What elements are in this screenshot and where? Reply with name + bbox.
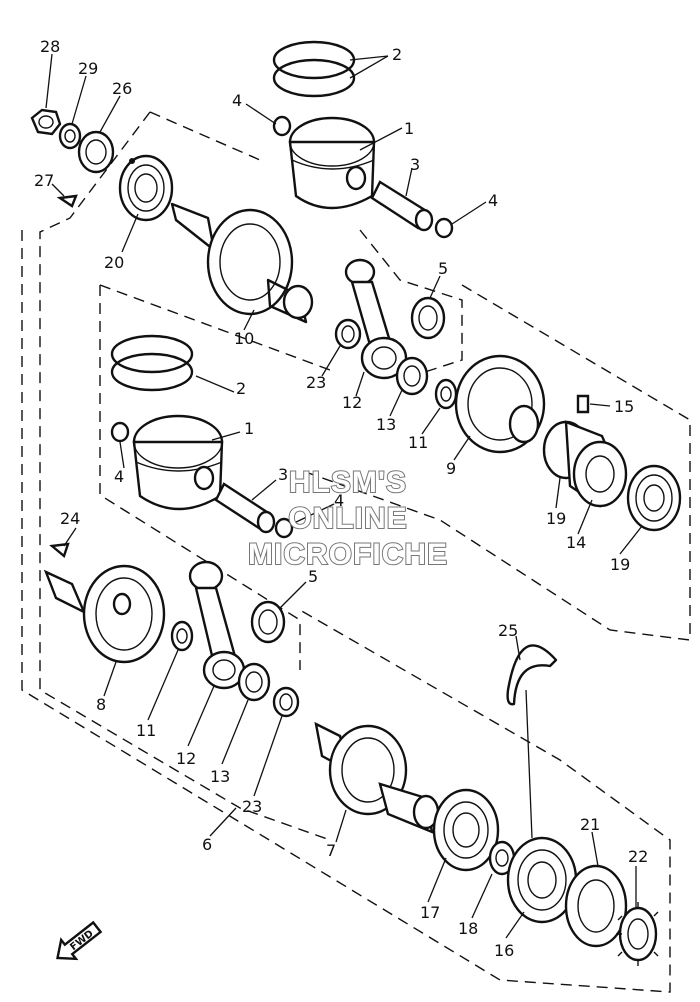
part-label-2-lower: 2: [236, 379, 246, 398]
part-label-25: 25: [498, 621, 518, 640]
circlip-part-4-upper-right: [434, 217, 454, 239]
lower-assembly-boundary: [21, 230, 671, 993]
part-label-3-lower: 3: [278, 465, 288, 484]
oil-seal-part-26: [77, 130, 115, 174]
part-label-1-upper: 1: [404, 119, 414, 138]
part-label-4-upper-right: 4: [488, 191, 498, 210]
crank-half-part-8: [43, 564, 166, 664]
part-label-24: 24: [60, 509, 80, 528]
center-seal-disc-part-14: [542, 420, 628, 508]
part-label-13-lower: 13: [210, 767, 230, 786]
crank-half-part-10: [170, 202, 314, 324]
part-label-11-lower: 11: [136, 721, 156, 740]
part-label-12-lower: 12: [176, 749, 196, 768]
watermark: HLSM'S ONLINE MICROFICHE: [247, 465, 448, 572]
part-label-11-upper: 11: [408, 433, 428, 452]
part-label-1-lower: 1: [244, 419, 254, 438]
part-label-18: 18: [458, 919, 478, 938]
bearing-part-17: [432, 788, 500, 872]
thrust-washer-part-23-lower: [272, 686, 300, 718]
needle-bearing-part-13-upper: [395, 356, 429, 396]
part-label-7: 7: [326, 841, 336, 860]
watermark-line-3: MICROFICHE: [248, 538, 448, 571]
circlip-part-4-lower-right: [274, 517, 294, 539]
needle-bearing-part-13-lower: [237, 662, 271, 702]
part-label-5-upper: 5: [438, 259, 448, 278]
part-label-16: 16: [494, 941, 514, 960]
part-label-3-upper: 3: [410, 155, 420, 174]
part-label-2-upper: 2: [392, 45, 402, 64]
piston-pin-part-3-lower: [214, 482, 276, 534]
piston-part-1-lower: [132, 414, 224, 511]
part-label-6: 6: [202, 835, 212, 854]
thrust-washer-part-11-upper: [434, 378, 458, 410]
gear-part-22: [616, 902, 659, 966]
part-label-29: 29: [78, 59, 98, 78]
watermark-line-1: HLSM'S: [289, 466, 407, 499]
needle-bearing-part-5-lower: [250, 600, 286, 644]
part-label-15: 15: [614, 397, 634, 416]
part-label-13-upper: 13: [376, 415, 396, 434]
part-label-28: 28: [40, 37, 60, 56]
circlip-part-4-lower-left: [110, 421, 130, 443]
connecting-rod-part-12-lower: [188, 560, 246, 690]
needle-bearing-part-5-upper: [410, 296, 446, 340]
woodruff-key-part-24: [49, 542, 70, 559]
part-label-14: 14: [566, 533, 586, 552]
watermark-line-2: ONLINE: [288, 502, 407, 535]
part-label-10: 10: [234, 329, 254, 348]
leader-lines: [45, 53, 643, 939]
piston-rings-part-2-upper: [272, 40, 356, 98]
bearing-part-20: [118, 154, 174, 222]
part-label-23-upper: 23: [306, 373, 326, 392]
inner-assembly-boundary: [99, 284, 691, 670]
thrust-washer-part-11-lower: [170, 620, 194, 652]
part-label-5-lower: 5: [308, 567, 318, 586]
circlip-part-4-upper-left: [272, 115, 292, 137]
washer-part-29: [58, 122, 82, 150]
part-label-23-lower: 23: [242, 797, 262, 816]
part-label-19-right: 19: [610, 555, 630, 574]
part-label-20: 20: [104, 253, 124, 272]
upper-crank-assembly-boundary: [39, 111, 463, 841]
part-label-12-upper: 12: [342, 393, 362, 412]
part-label-8: 8: [96, 695, 106, 714]
part-label-17: 17: [420, 903, 440, 922]
piston-part-1-upper: [288, 116, 376, 210]
woodruff-key-part-27: [56, 194, 78, 208]
part-label-22: 22: [628, 847, 648, 866]
part-label-19-left: 19: [546, 509, 566, 528]
piston-pin-part-3-upper: [370, 180, 434, 232]
part-label-4-upper-left: 4: [232, 91, 242, 110]
part-label-9: 9: [446, 459, 456, 478]
pin-part-15: [576, 394, 590, 414]
part-label-4-lower-right: 4: [334, 491, 344, 510]
part-label-21: 21: [580, 815, 600, 834]
forward-direction-arrow-icon: FWD: [56, 920, 103, 961]
nut-part-28: [30, 108, 62, 136]
center-crank-part-9: [454, 354, 546, 454]
thrust-washer-part-23-upper: [334, 318, 362, 350]
piston-rings-part-2-lower: [110, 334, 194, 392]
connecting-rod-part-12-upper: [344, 258, 408, 380]
circlip-part-25: [506, 644, 558, 706]
oil-seal-part-21: [564, 864, 628, 948]
part-label-26: 26: [112, 79, 132, 98]
crank-half-part-7: [314, 721, 440, 834]
part-label-4-lower-left: 4: [114, 467, 124, 486]
bearing-part-19: [626, 464, 682, 532]
part-label-27: 27: [34, 171, 54, 190]
